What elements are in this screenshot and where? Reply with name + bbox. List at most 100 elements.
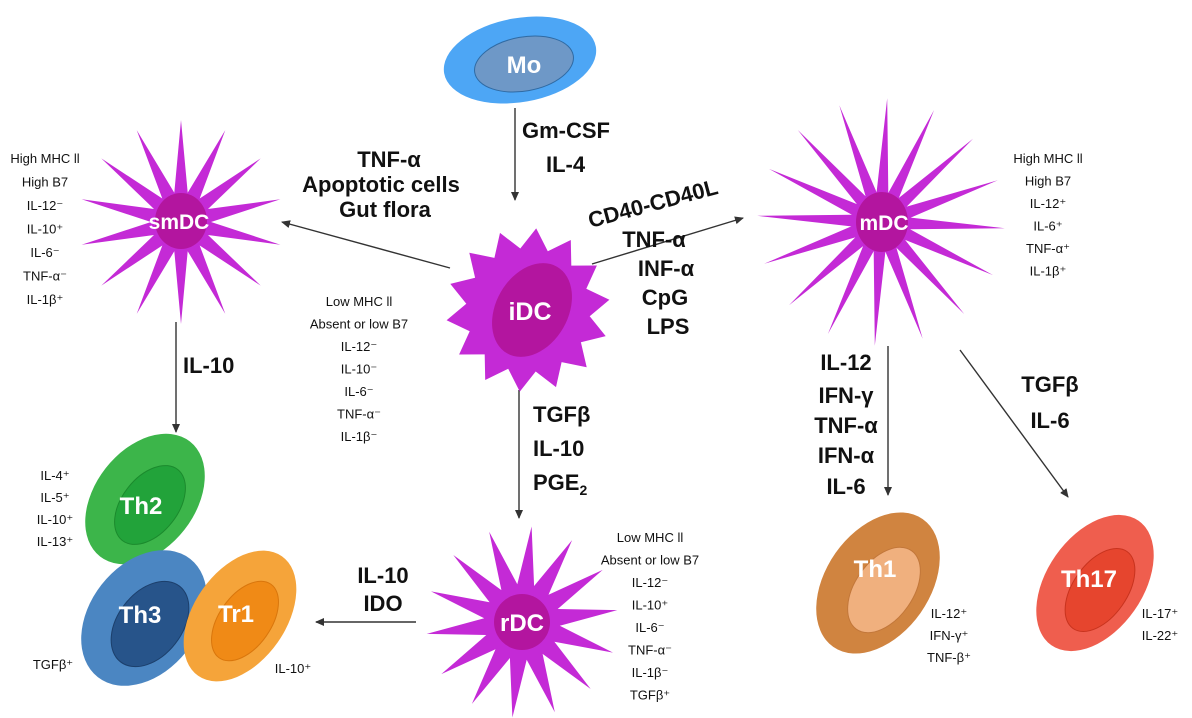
smdc-marker-4: IL-6⁻ bbox=[30, 245, 59, 260]
markers-idc: Low MHC ll Absent or low B7 IL-12⁻ IL-10⁻ IL… bbox=[310, 294, 408, 444]
mdc-marker-0: High MHC ll bbox=[1013, 151, 1082, 166]
rdc-marker-3: IL-10⁺ bbox=[632, 598, 669, 613]
mdc-marker-3: IL-6⁺ bbox=[1033, 219, 1062, 234]
edge-mo-idc-line: Gm-CSF bbox=[522, 118, 610, 143]
th2-marker-3: IL-13⁺ bbox=[37, 534, 74, 549]
smdc-marker-5: TNF-α⁻ bbox=[23, 269, 67, 284]
mo-cell-inner bbox=[474, 35, 574, 93]
mdc-marker-5: IL-1β⁺ bbox=[1030, 264, 1067, 279]
smdc-marker-2: IL-12⁻ bbox=[27, 198, 64, 213]
th17-cell-inner bbox=[1064, 548, 1136, 632]
rdc-cell: rDC bbox=[426, 526, 618, 718]
th3-cell-inner bbox=[110, 580, 190, 668]
idc-marker-4: IL-6⁻ bbox=[344, 384, 373, 399]
th17-label: Th17 bbox=[1061, 566, 1117, 593]
rdc-marker-6: IL-1β⁻ bbox=[632, 665, 669, 680]
edge-label-mdc-to-th17: TGFβ IL-6 bbox=[1021, 372, 1078, 433]
th17-marker-1: IL-22⁺ bbox=[1142, 628, 1179, 643]
edge-idc-rdc-line: IL-10 bbox=[533, 436, 584, 461]
edge-idc-smdc-line: TNF-α bbox=[357, 147, 421, 172]
markers-smdc: High MHC ll High B7 IL-12⁻ IL-10⁺ IL-6⁻ TNF-α… bbox=[10, 151, 79, 307]
smdc-marker-0: High MHC ll bbox=[10, 151, 79, 166]
edge-label-smdc-to-th2: IL-10 bbox=[183, 353, 234, 378]
markers-th17: IL-17⁺ IL-22⁺ bbox=[1142, 606, 1179, 643]
th1-label: Th1 bbox=[854, 556, 897, 583]
smdc-marker-1: High B7 bbox=[22, 175, 68, 190]
edge-mdc-th1-line: TNF-α bbox=[814, 413, 878, 438]
th1-cell-inner bbox=[847, 546, 921, 634]
smdc-cell: smDC bbox=[81, 120, 281, 324]
idc-nucleus bbox=[492, 263, 572, 357]
idc-marker-0: Low MHC ll bbox=[326, 294, 393, 309]
mdc-label: mDC bbox=[859, 212, 908, 235]
smdc-nucleus bbox=[155, 193, 207, 249]
edge-mdc-th17-line: TGFβ bbox=[1021, 372, 1078, 397]
arrow-mdc-to-th17 bbox=[959, 349, 1069, 498]
idc-marker-5: TNF-α⁻ bbox=[337, 407, 381, 422]
edge-label-idc-to-smdc: TNF-α Apoptotic cells Gut flora bbox=[302, 147, 460, 222]
edge-mdc-th1-line: IFN-α bbox=[818, 443, 875, 468]
edge-mdc-th1-line: IL-12 bbox=[820, 350, 871, 375]
edge-idc-mdc-line: INF-α bbox=[638, 256, 695, 281]
th1-cell: Th1 bbox=[816, 512, 940, 654]
th3-marker-0: TGFβ⁺ bbox=[33, 657, 73, 672]
th2-marker-2: IL-10⁺ bbox=[37, 512, 74, 527]
tr1-marker-0: IL-10⁺ bbox=[275, 661, 312, 676]
smdc-label: smDC bbox=[149, 211, 210, 234]
idc-marker-1: Absent or low B7 bbox=[310, 317, 408, 332]
edge-rdc-th3-line: IL-10 bbox=[357, 563, 408, 588]
th2-marker-1: IL-5⁺ bbox=[40, 490, 69, 505]
mdc-cell: mDC bbox=[757, 98, 1005, 346]
rdc-marker-0: Low MHC ll bbox=[617, 530, 684, 545]
edge-idc-mdc-line: CD40-CD40L bbox=[585, 174, 720, 233]
rdc-marker-5: TNF-α⁻ bbox=[628, 643, 672, 658]
edge-rdc-th3-line: IDO bbox=[363, 591, 402, 616]
markers-th1: IL-12⁺IFN-γ⁺TNF-β⁺ bbox=[927, 606, 971, 665]
idc-marker-2: IL-12⁻ bbox=[341, 339, 378, 354]
idc-label: iDC bbox=[508, 298, 551, 326]
rdc-marker-4: IL-6⁻ bbox=[635, 620, 664, 635]
idc-marker-6: IL-1β⁻ bbox=[341, 429, 378, 444]
markers-th2: IL-4⁺ IL-5⁺ IL-10⁺ IL-13⁺ bbox=[37, 468, 74, 549]
edge-label-rdc-to-th3: IL-10 IDO bbox=[357, 563, 408, 616]
rdc-nucleus bbox=[494, 594, 550, 650]
tr1-cell: Tr1 bbox=[183, 550, 297, 682]
idc-marker-3: IL-10⁻ bbox=[341, 362, 378, 377]
th1-marker-1: IFN-γ⁺ bbox=[930, 628, 969, 643]
idc-cell: iDC bbox=[446, 228, 610, 392]
mdc-nucleus bbox=[856, 192, 908, 252]
rdc-label: rDC bbox=[500, 610, 544, 637]
tr1-label: Tr1 bbox=[218, 601, 254, 628]
edge-label-mo-to-idc: Gm-CSF IL-4 bbox=[522, 118, 610, 177]
edge-idc-smdc-line: Gut flora bbox=[339, 197, 431, 222]
mo-cell: Mo bbox=[443, 16, 597, 104]
edge-idc-mdc-line: CpG bbox=[642, 285, 688, 310]
smdc-marker-3: IL-10⁺ bbox=[27, 222, 64, 237]
mdc-marker-1: High B7 bbox=[1025, 174, 1071, 189]
markers-tr1: IL-10⁺ bbox=[275, 661, 312, 676]
edge-mo-idc-line: IL-4 bbox=[546, 152, 586, 177]
edge-idc-rdc-line: TGFβ bbox=[533, 402, 590, 427]
rdc-marker-2: IL-12⁻ bbox=[632, 575, 669, 590]
mdc-marker-2: IL-12⁺ bbox=[1030, 196, 1067, 211]
smdc-marker-6: IL-1β⁺ bbox=[27, 292, 64, 307]
mdc-marker-4: TNF-α⁺ bbox=[1026, 241, 1070, 256]
edge-idc-rdc-line: PGE2 bbox=[533, 470, 587, 498]
edge-label-idc-to-mdc: CD40-CD40L bbox=[585, 174, 720, 233]
edge-idc-mdc-line: LPS bbox=[647, 314, 690, 339]
th1-marker-2: TNF-β⁺ bbox=[927, 650, 971, 665]
th17-marker-0: IL-17⁺ bbox=[1142, 606, 1179, 621]
edge-mdc-th1-line: IFN-γ bbox=[819, 383, 875, 408]
edge-mdc-th17-line: IL-6 bbox=[1030, 408, 1069, 433]
th2-cell-inner bbox=[114, 465, 186, 545]
edge-label-idc-to-mdc-list: TNF-α INF-α CpG LPS bbox=[622, 227, 694, 339]
edge-idc-smdc-line: Apoptotic cells bbox=[302, 172, 460, 197]
arrow-idc-to-mdc bbox=[591, 216, 744, 265]
th2-marker-0: IL-4⁺ bbox=[40, 468, 69, 483]
arrow-idc-to-smdc bbox=[281, 220, 451, 269]
th3-label: Th3 bbox=[119, 602, 162, 629]
edge-label-idc-to-rdc: TGFβ IL-10 PGE2 bbox=[533, 402, 590, 498]
